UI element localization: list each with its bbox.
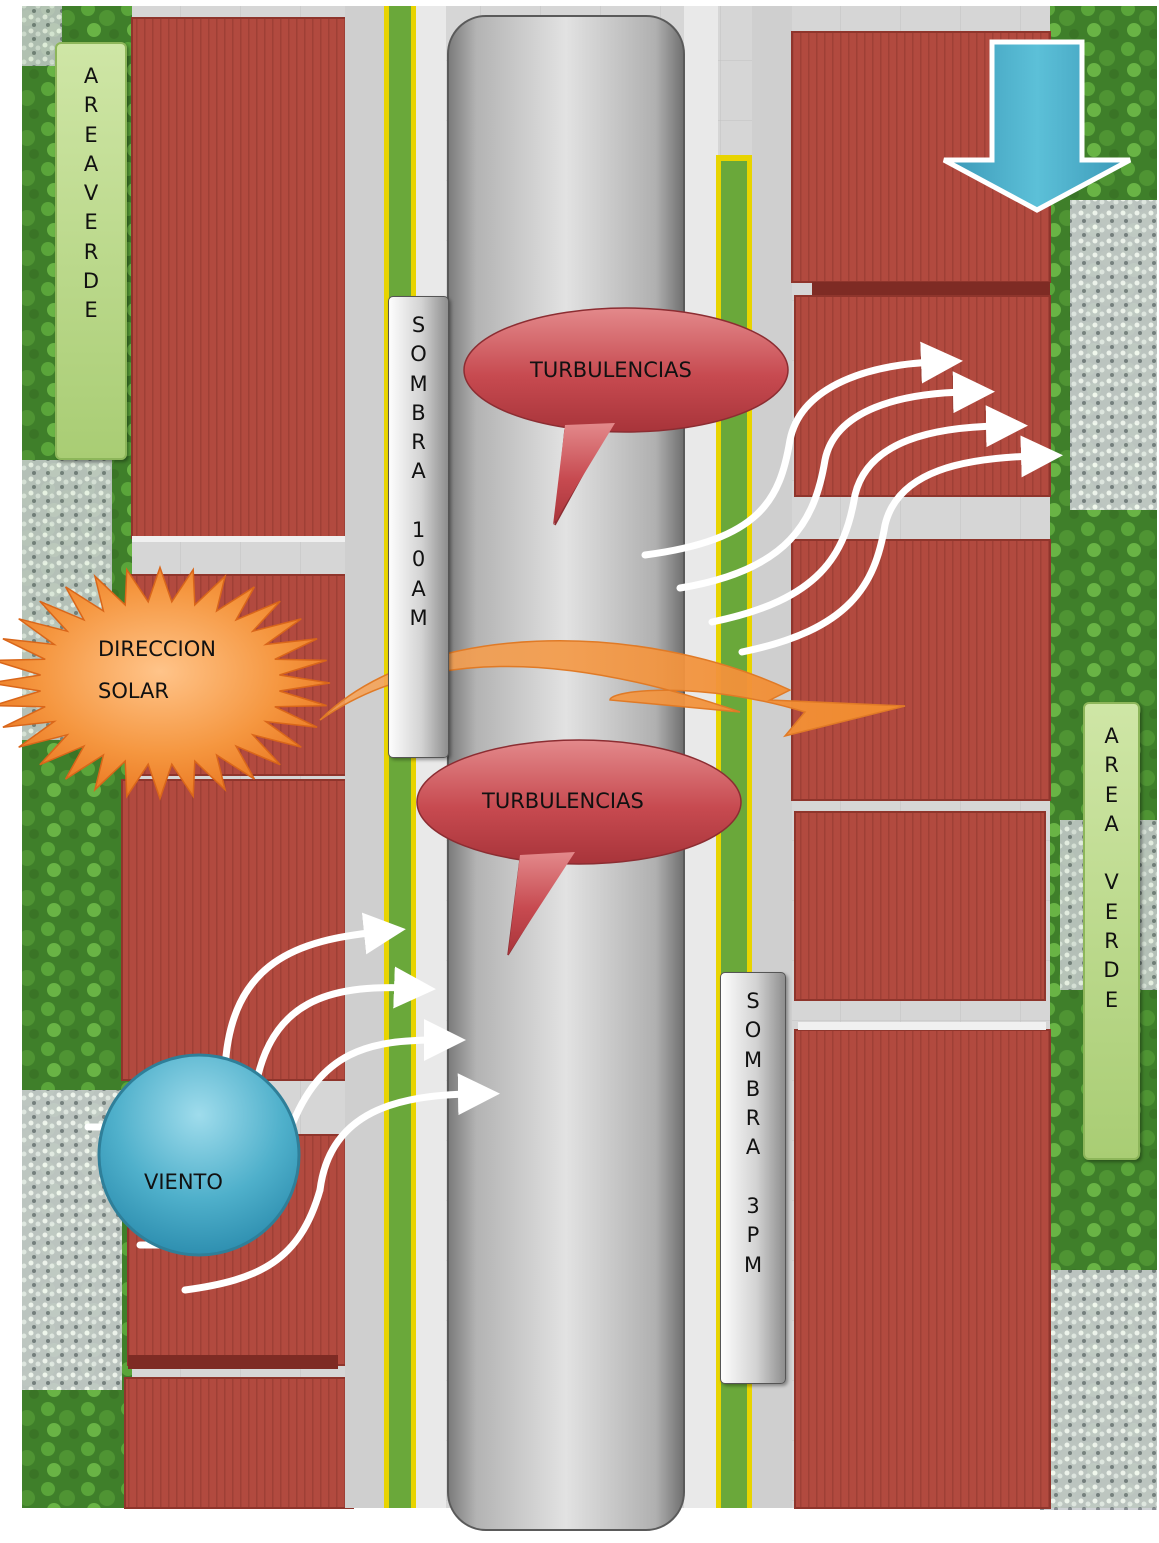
label-letter: E <box>84 296 97 325</box>
label-letter: A <box>746 1133 760 1162</box>
label-letter: 1 <box>412 516 425 545</box>
label-letter: M <box>744 1251 762 1280</box>
label-letter: E <box>1105 781 1118 810</box>
label-letter: D <box>1103 956 1119 985</box>
label-letter: B <box>746 1075 760 1104</box>
viento-label: VIENTO <box>144 1170 223 1194</box>
label-letter: R <box>746 1104 761 1133</box>
label-letter: A <box>84 150 98 179</box>
label-letter: M <box>409 370 427 399</box>
wind-circle <box>99 1055 299 1255</box>
label-letter: P <box>747 1221 760 1250</box>
label-letter: A <box>411 575 425 604</box>
label-letter: R <box>84 238 99 267</box>
label-letter: E <box>84 121 97 150</box>
label-letter: A <box>1104 722 1118 751</box>
direccion-solar-line1: DIRECCION <box>98 637 216 661</box>
direccion-solar-line2: SOLAR <box>98 679 169 703</box>
label-letter: 0 <box>412 545 425 574</box>
label-letter: A <box>411 457 425 486</box>
turbulencias-top-label: TURBULENCIAS <box>530 358 692 382</box>
turbulencias-bottom-label: TURBULENCIAS <box>482 789 644 813</box>
label-letter: A <box>84 62 98 91</box>
label-letter: 3 <box>746 1192 759 1221</box>
label-letter: S <box>746 987 759 1016</box>
label-letter: D <box>83 267 99 296</box>
label-letter: V <box>1104 868 1118 897</box>
right-houses <box>792 32 1050 1508</box>
label-letter: S <box>412 311 425 340</box>
label-letter: R <box>84 91 99 120</box>
label-letter: B <box>411 399 425 428</box>
label-letter: M <box>409 604 427 633</box>
label-letter: R <box>411 428 426 457</box>
label-letter: R <box>1104 751 1119 780</box>
label-letter: O <box>410 340 427 369</box>
label-letter: E <box>84 208 97 237</box>
label-letter: R <box>1104 927 1119 956</box>
label-letter: E <box>1105 986 1118 1015</box>
label-letter: E <box>1105 898 1118 927</box>
label-letter: M <box>744 1046 762 1075</box>
label-letter: O <box>745 1016 762 1045</box>
label-letter: A <box>1104 810 1118 839</box>
label-letter: V <box>84 179 98 208</box>
